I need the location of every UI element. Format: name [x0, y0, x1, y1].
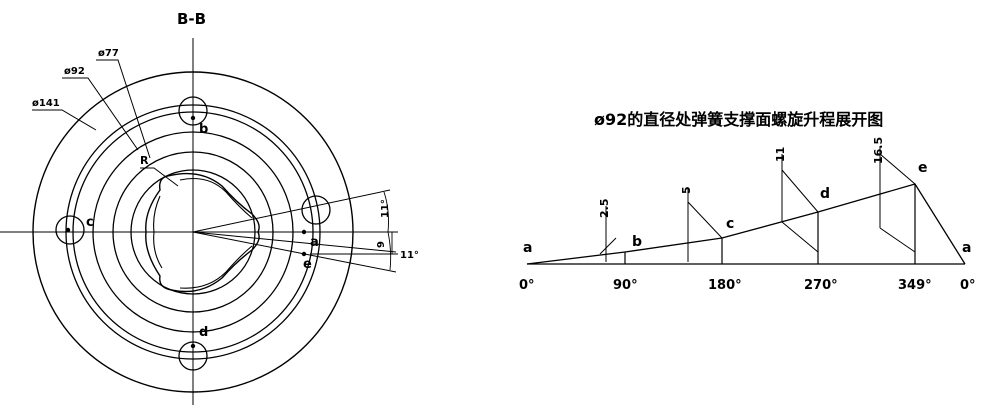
marker-c: [65, 227, 71, 233]
label-point-b: b: [199, 122, 208, 137]
rise-profile: [526, 183, 966, 265]
rise-label-3: 11: [774, 147, 787, 162]
marker-d: [190, 343, 196, 349]
circle-d77: [92, 131, 294, 333]
rise-label-1: 2.5: [598, 199, 611, 219]
label-radius: R: [140, 154, 149, 167]
development-title: ø92的直径处弹簧支撑面螺旋升程展开图: [594, 110, 883, 129]
tick-0-start: 0°: [519, 278, 535, 293]
rise-slant-4: [879, 153, 916, 185]
tick-0-end: 0°: [960, 278, 976, 293]
section-title: B-B: [177, 10, 206, 28]
rise-slant-4b: [879, 227, 916, 253]
dev-point-c: c: [726, 216, 734, 232]
rise-slant-1: [599, 237, 617, 255]
label-point-c: c: [86, 215, 94, 230]
leader-d77: [96, 59, 151, 159]
dev-point-a-start: a: [523, 240, 532, 256]
angle-arc-upper: [383, 191, 389, 233]
section-view: B-B: [0, 10, 419, 405]
hole-a: [301, 195, 331, 225]
cam-inner-profile: [153, 177, 253, 289]
label-angle-upper: 11°: [380, 199, 391, 218]
label-point-a: a: [310, 235, 319, 250]
tick-180: 180°: [708, 278, 742, 293]
dev-point-d: d: [820, 186, 830, 202]
hole-b: [178, 96, 208, 126]
circle-inner-1: [112, 151, 274, 313]
tick-349: 349°: [898, 278, 932, 293]
angle-ray-lower: [192, 231, 397, 273]
dev-point-a-end: a: [962, 240, 971, 256]
angle-arc-lower: [387, 231, 392, 271]
leader-d92: [62, 77, 139, 151]
label-d141: ø141: [32, 98, 60, 109]
leader-radius: [140, 167, 179, 187]
angle-ray-upper: [192, 189, 391, 233]
cam-profile: [145, 172, 260, 293]
label-offset: 9: [376, 241, 387, 248]
tick-90: 90°: [613, 278, 638, 293]
rise-slant-3b: [781, 221, 819, 253]
rise-slant-3: [781, 169, 819, 213]
dev-point-e: e: [918, 160, 928, 176]
label-point-d: d: [199, 325, 208, 340]
marker-b: [190, 115, 196, 121]
hole-c: [55, 215, 85, 245]
label-angle-lower: 11°: [400, 250, 419, 261]
label-d77: ø77: [98, 48, 119, 59]
rise-label-2: 5: [680, 186, 693, 194]
tick-270: 270°: [804, 278, 838, 293]
development-view: ø92的直径处弹簧支撑面螺旋升程展开图 2.5 5 11 16.5 a b c …: [519, 110, 976, 293]
circle-inner-2: [130, 169, 256, 295]
dev-point-b: b: [632, 234, 642, 250]
leader-d141: [32, 109, 97, 131]
label-d92: ø92: [64, 66, 85, 77]
hole-d: [178, 341, 208, 371]
rise-slant-2: [687, 201, 723, 239]
angle-ray-mid: [192, 231, 397, 253]
rise-label-4: 16.5: [872, 137, 885, 164]
label-point-e: e: [303, 257, 312, 272]
marker-a: [301, 229, 307, 235]
